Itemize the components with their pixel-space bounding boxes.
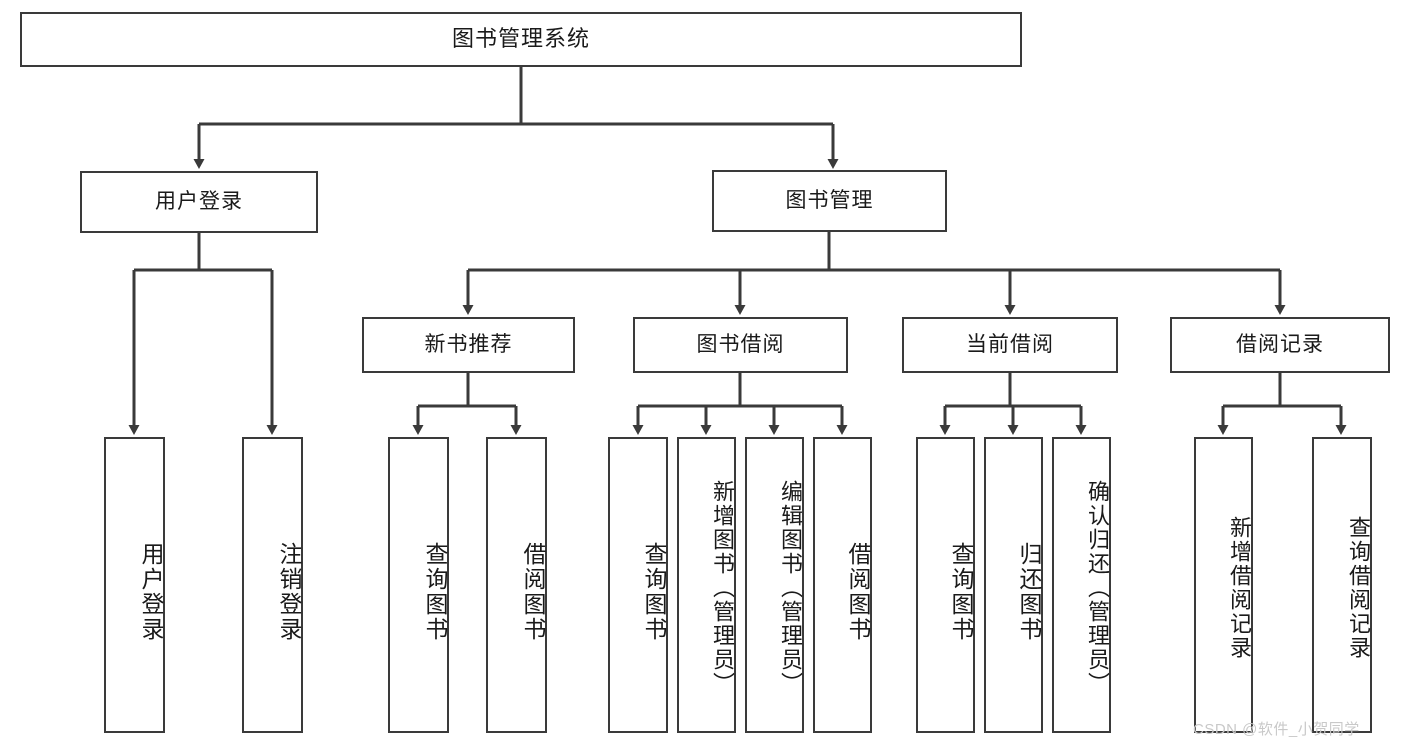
leaf-user-login-logout[interactable]: 注销登录: [242, 437, 303, 733]
node-borrow-record[interactable]: 借阅记录: [1170, 317, 1390, 373]
leaf-new-book-borrow-book[interactable]: 借阅图书: [486, 437, 547, 733]
csdn-watermark: CSDN @软件_小贺同学: [1193, 721, 1360, 738]
leaf-user-login-login[interactable]: 用户登录: [104, 437, 165, 733]
node-user-login[interactable]: 用户登录: [80, 171, 318, 233]
leaf-book-borrow-borrow-book[interactable]: 借阅图书: [813, 437, 872, 733]
leaf-current-borrow-return-book[interactable]: 归还图书: [984, 437, 1043, 733]
node-book-borrow[interactable]: 图书借阅: [633, 317, 848, 373]
leaf-borrow-record-query-record[interactable]: 查询借阅记录: [1312, 437, 1372, 733]
leaf-book-borrow-add-book-admin[interactable]: 新增图书（管理员）: [677, 437, 736, 733]
leaf-book-borrow-edit-book-admin[interactable]: 编辑图书（管理员）: [745, 437, 804, 733]
node-new-book-recommend[interactable]: 新书推荐: [362, 317, 575, 373]
leaf-book-borrow-query-book[interactable]: 查询图书: [608, 437, 668, 733]
node-book-management[interactable]: 图书管理: [712, 170, 947, 232]
leaf-current-borrow-confirm-return-admin[interactable]: 确认归还（管理员）: [1052, 437, 1111, 733]
leaf-new-book-query-book[interactable]: 查询图书: [388, 437, 449, 733]
node-current-borrow[interactable]: 当前借阅: [902, 317, 1118, 373]
leaf-borrow-record-add-record[interactable]: 新增借阅记录: [1194, 437, 1253, 733]
leaf-current-borrow-query-book[interactable]: 查询图书: [916, 437, 975, 733]
node-root-book-management-system[interactable]: 图书管理系统: [20, 12, 1022, 67]
